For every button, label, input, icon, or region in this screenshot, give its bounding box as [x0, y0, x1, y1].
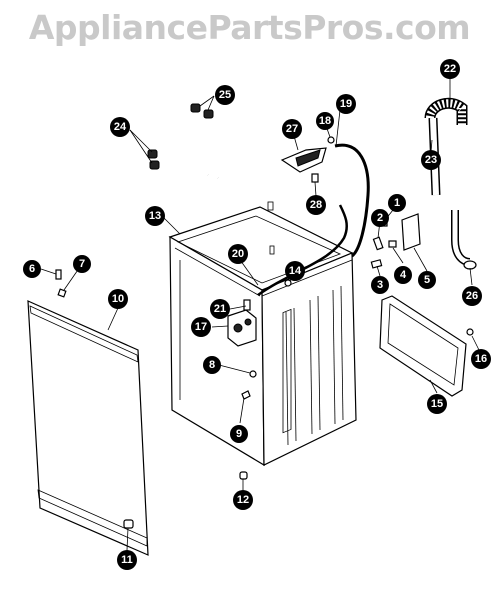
callout-2: 2: [371, 209, 389, 227]
callout-21: 21: [210, 299, 230, 319]
svg-text:16: 16: [475, 353, 487, 365]
svg-text:14: 14: [289, 265, 302, 277]
part-14-clip: [284, 279, 292, 287]
callout-28: 28: [306, 195, 326, 215]
svg-text:20: 20: [232, 248, 244, 260]
svg-text:1: 1: [394, 197, 400, 209]
svg-text:18: 18: [319, 115, 331, 127]
svg-text:9: 9: [236, 428, 242, 440]
callout-20: 20: [228, 244, 248, 264]
callout-26: 26: [462, 286, 482, 306]
part-16-screw: [466, 328, 474, 336]
watermark-text: AppliancePartsPros.com: [28, 8, 471, 47]
callout-8: 8: [203, 356, 221, 374]
svg-text:13: 13: [149, 210, 161, 222]
callout-22: 22: [440, 59, 460, 79]
svg-text:21: 21: [214, 303, 226, 315]
callout-14: 14: [285, 261, 305, 281]
part-11-foot: [123, 519, 134, 529]
svg-text:15: 15: [431, 398, 443, 410]
callout-12: 12: [233, 490, 253, 510]
callout-19: 19: [336, 94, 356, 114]
drain-hose[interactable]: [424, 97, 477, 270]
callout-17: 17: [191, 317, 211, 337]
water-valve[interactable]: [227, 299, 257, 347]
svg-text:7: 7: [79, 258, 85, 270]
svg-text:10: 10: [112, 293, 124, 305]
svg-text:12: 12: [237, 494, 249, 506]
svg-text:2: 2: [377, 212, 383, 224]
front-panel[interactable]: [27, 300, 149, 556]
svg-text:19: 19: [340, 98, 352, 110]
part-5-cover: [401, 213, 421, 251]
callout-5: 5: [418, 271, 436, 289]
callout-27: 27: [282, 119, 302, 139]
svg-text:6: 6: [29, 263, 35, 275]
svg-text:17: 17: [195, 321, 207, 333]
svg-text:22: 22: [444, 63, 456, 75]
callout-24: 24: [110, 117, 130, 137]
callout-15: 15: [427, 394, 447, 414]
part-8-grommet: [249, 370, 257, 378]
hardware-parts: [55, 213, 474, 529]
svg-text:4: 4: [400, 269, 407, 281]
callout-16: 16: [471, 349, 491, 369]
dispenser[interactable]: [280, 136, 335, 183]
callout-13: 13: [145, 206, 165, 226]
callout-11: 11: [117, 550, 137, 570]
fill-hose[interactable]: [257, 143, 370, 297]
part-6-clip: [55, 269, 62, 280]
svg-text:25: 25: [219, 89, 231, 101]
part-12-screw: [239, 471, 248, 480]
svg-text:5: 5: [424, 274, 430, 286]
svg-text:27: 27: [286, 123, 298, 135]
part-7-clip: [57, 288, 67, 298]
svg-text:24: 24: [114, 121, 127, 133]
part-2-bracket: [372, 236, 384, 251]
callout-1: 1: [388, 194, 406, 212]
callout-10: 10: [108, 289, 128, 309]
callout-9: 9: [230, 425, 248, 443]
callout-7: 7: [73, 255, 91, 273]
callout-4: 4: [394, 266, 412, 284]
svg-text:28: 28: [310, 199, 322, 211]
svg-text:23: 23: [425, 154, 437, 166]
part-3-clip: [370, 259, 383, 269]
svg-text:8: 8: [209, 359, 215, 371]
callout-3: 3: [371, 276, 389, 294]
svg-text:3: 3: [377, 279, 383, 291]
svg-text:11: 11: [121, 554, 133, 566]
callout-18: 18: [316, 112, 334, 130]
callout-6: 6: [23, 260, 41, 278]
part-9-bracket: [241, 390, 251, 400]
callout-25: 25: [215, 85, 235, 105]
callout-23: 23: [421, 150, 441, 170]
cabinet[interactable]: [168, 201, 357, 467]
inlet-hoses[interactable]: [147, 103, 220, 202]
svg-text:26: 26: [466, 290, 478, 302]
part-4-clip: [388, 240, 397, 248]
access-panel[interactable]: [379, 295, 467, 397]
